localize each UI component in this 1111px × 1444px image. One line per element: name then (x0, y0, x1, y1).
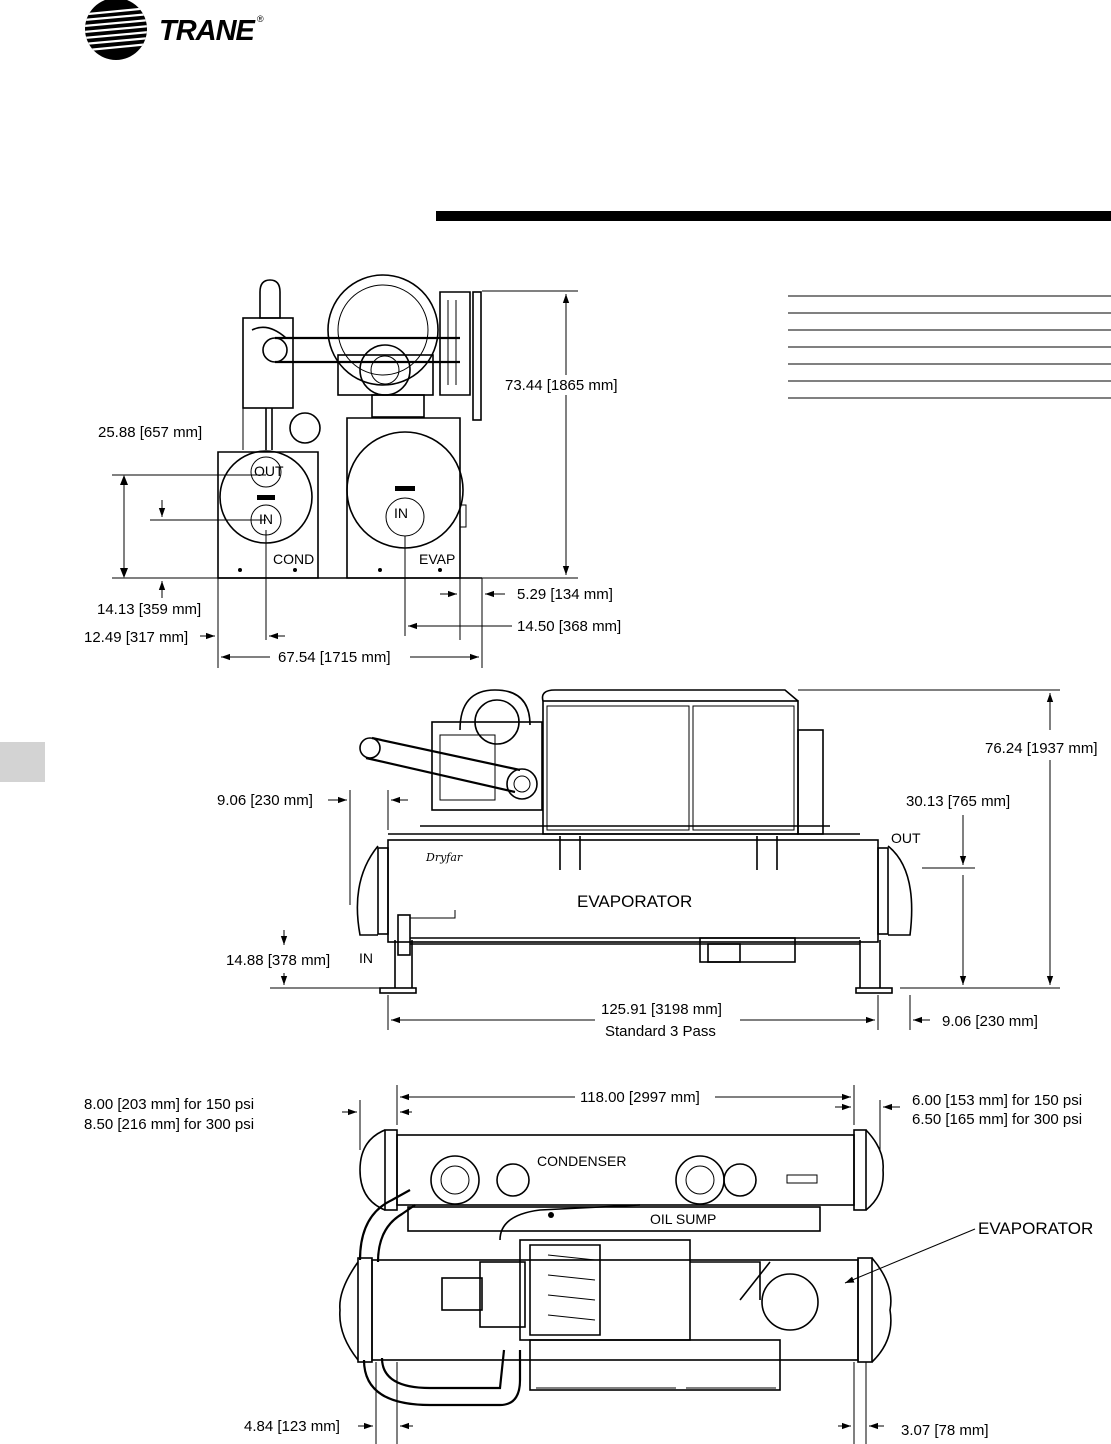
oil-sump-label: OIL SUMP (650, 1211, 716, 1227)
dim-bottom-right: 3.07 [78 mm] (901, 1422, 989, 1439)
front-evaporator-label: EVAPORATOR (577, 892, 692, 911)
end-view: OUT IN COND IN EVAP (217, 274, 482, 579)
dim-end-overall-width: 67.54 [1715 mm] (278, 649, 391, 666)
cond-out-label: OUT (254, 463, 284, 479)
dim-front-right-offset: 9.06 [230 mm] (942, 1013, 1038, 1030)
nameplate-mark: Dryfar (425, 851, 463, 864)
front-out-label: OUT (891, 830, 921, 846)
front-view: EVAPORATOR Dryfar OUT IN (356, 689, 921, 994)
top-view-dimensions (342, 1085, 900, 1444)
top-evaporator-label: EVAPORATOR (978, 1219, 1093, 1238)
blank-table-rules (788, 295, 1111, 399)
dim-front-left-offset: 9.06 [230 mm] (217, 792, 313, 809)
evap-in-label: IN (394, 505, 408, 521)
dim-evap-in-offset: 14.50 [368 mm] (517, 618, 621, 635)
end-view-dimensions (112, 290, 578, 668)
dim-right-head-300: 6.50 [165 mm] for 300 psi (912, 1111, 1082, 1128)
dim-front-out-height: 30.13 [765 mm] (906, 793, 1010, 810)
cond-label: COND (273, 551, 314, 567)
trane-turbine-logo-icon (85, 0, 147, 60)
header-rule (436, 211, 1111, 221)
dim-cond-out-height: 14.13 [359 mm] (97, 601, 201, 618)
trane-wordmark: TRANE (159, 15, 257, 47)
dim-tube-length: 118.00 [2997 mm] (580, 1089, 700, 1106)
condenser-label: CONDENSER (537, 1153, 626, 1169)
dim-front-in-height: 14.88 [378 mm] (226, 952, 330, 969)
section-tab (0, 742, 45, 782)
registered-mark: ® (257, 14, 264, 24)
evap-label: EVAP (419, 551, 455, 567)
dim-left-head-150: 8.00 [203 mm] for 150 psi (84, 1096, 254, 1113)
dim-front-length: 125.91 [3198 mm] (601, 1001, 722, 1018)
dim-end-overall-height: 73.44 [1865 mm] (505, 377, 618, 394)
dim-bottom-left: 4.84 [123 mm] (244, 1418, 340, 1435)
top-view: CONDENSER OIL SUMP (339, 1129, 1093, 1407)
dim-left-head-300: 8.50 [216 mm] for 300 psi (84, 1116, 254, 1133)
dim-front-length-note: Standard 3 Pass (605, 1023, 716, 1040)
dim-right-head-150: 6.00 [153 mm] for 150 psi (912, 1092, 1082, 1109)
cond-in-label: IN (259, 511, 273, 527)
dim-front-overall-height: 76.24 [1937 mm] (985, 740, 1098, 757)
dim-cond-in-height: 25.88 [657 mm] (98, 424, 202, 441)
dim-evap-clearance: 5.29 [134 mm] (517, 586, 613, 603)
front-in-label: IN (359, 950, 373, 966)
dim-cond-offset: 12.49 [317 mm] (84, 629, 188, 646)
front-view-dimensions (270, 689, 1060, 1030)
